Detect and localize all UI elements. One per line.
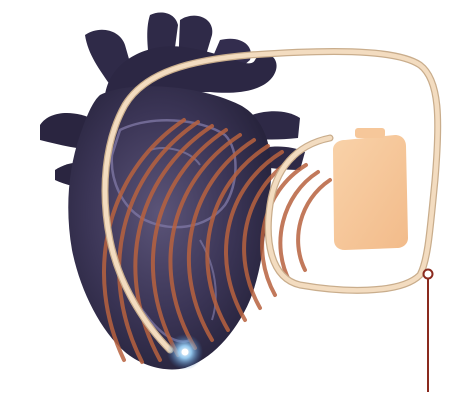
electrode-tip-glow	[167, 334, 203, 370]
callout-pointer-line	[424, 270, 433, 393]
implanted-device	[333, 128, 408, 250]
